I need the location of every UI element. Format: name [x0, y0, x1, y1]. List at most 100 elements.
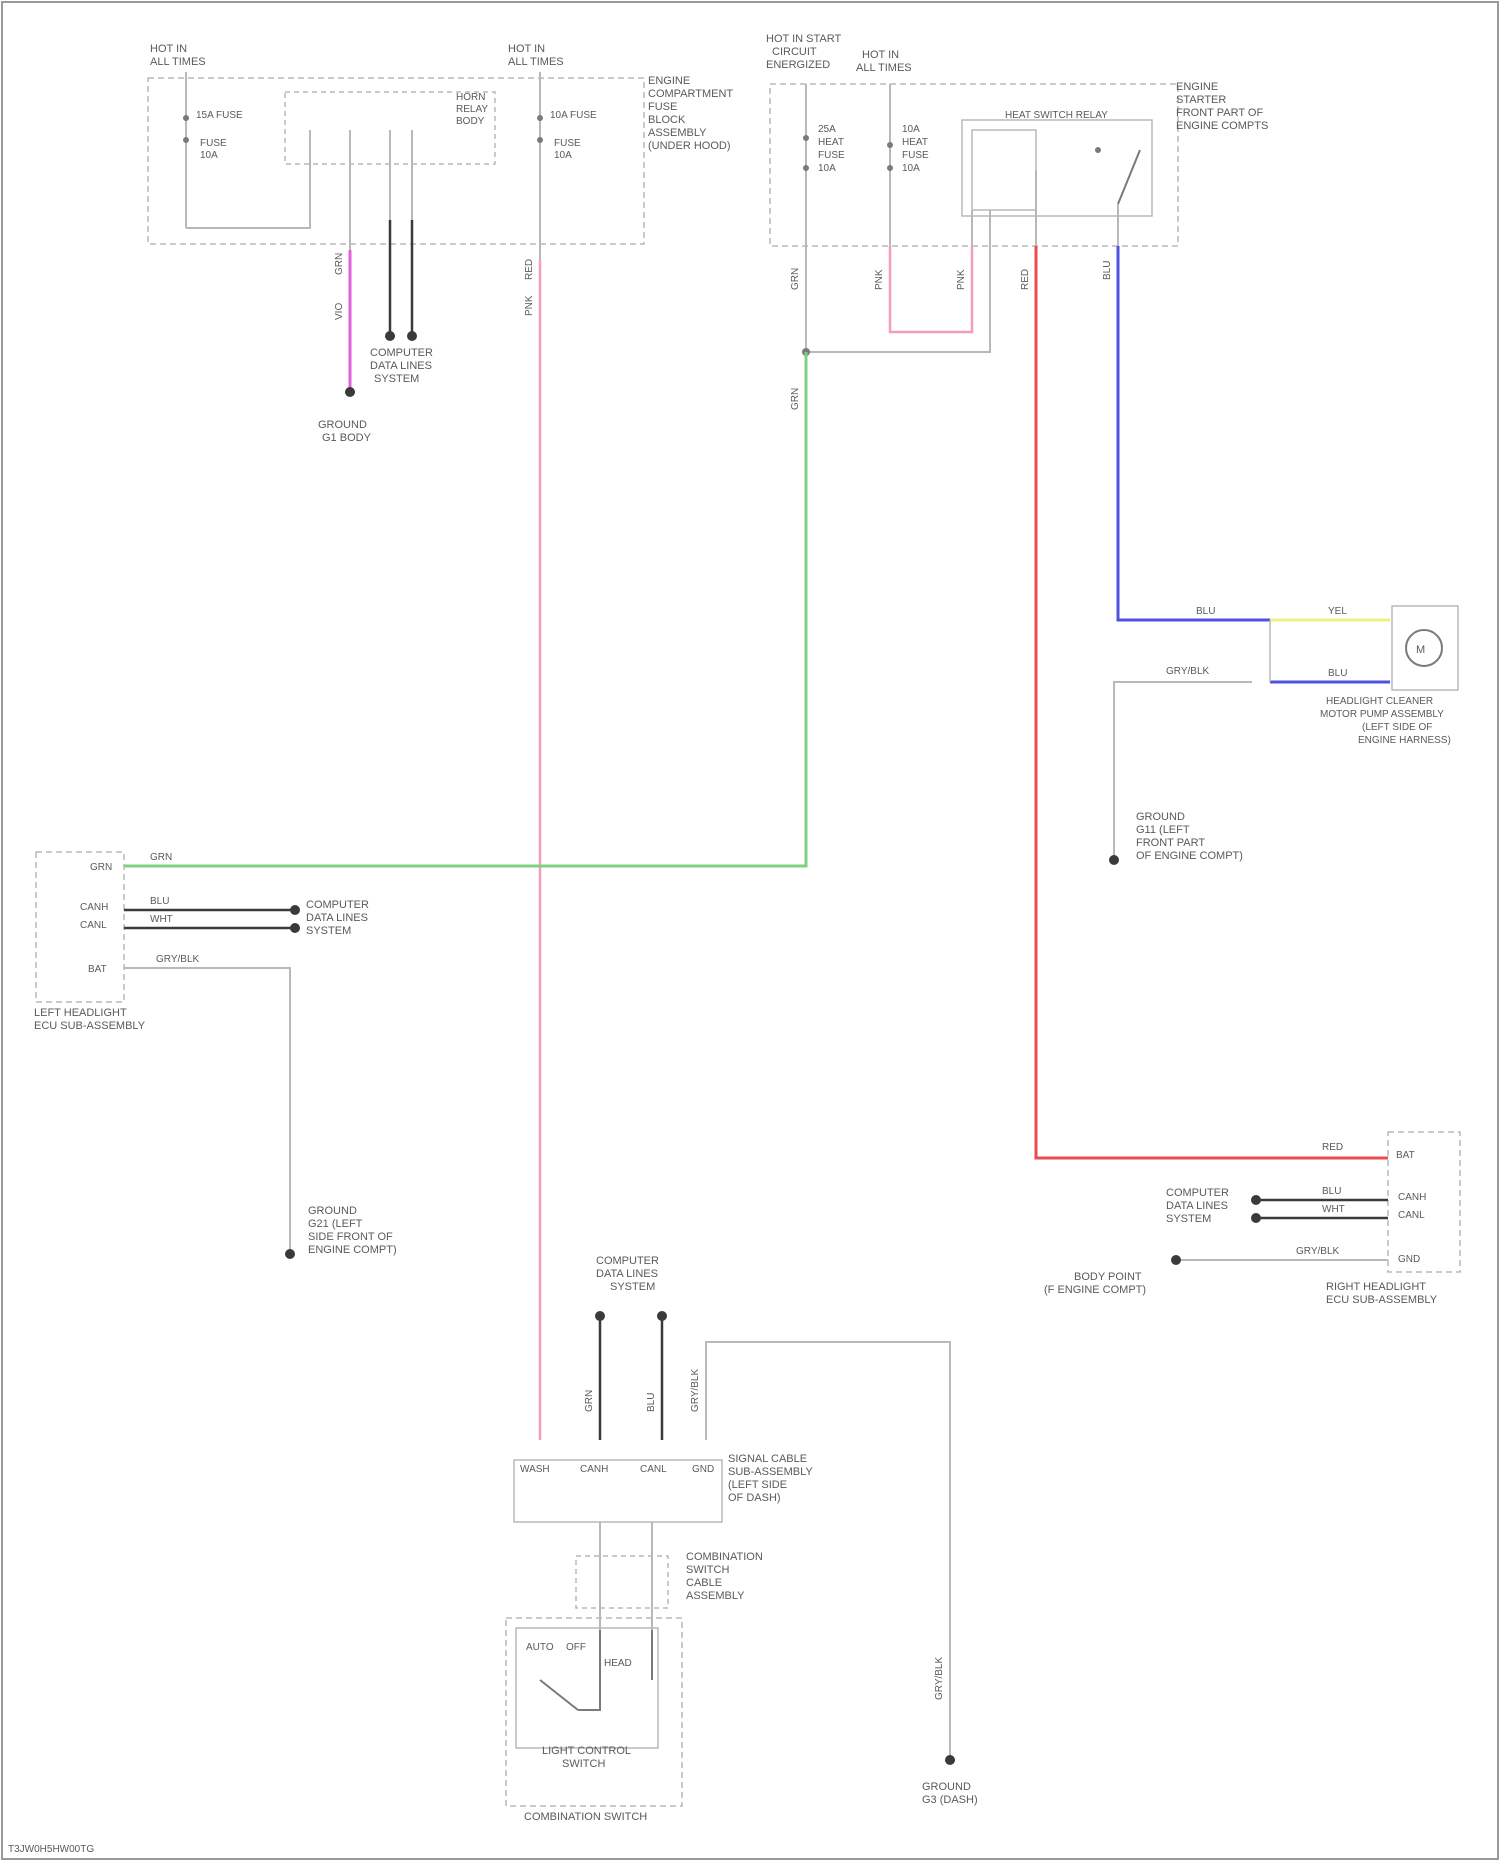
heat-relay-box — [962, 120, 1152, 216]
fuse-right-node-2 — [537, 137, 543, 143]
heat-relay-inner — [972, 130, 1036, 210]
svg-text:CANL: CANL — [80, 920, 107, 931]
svg-text:GRY/BLK: GRY/BLK — [156, 954, 199, 965]
svg-text:CANH: CANH — [580, 1464, 608, 1475]
svg-text:RED: RED — [524, 259, 535, 280]
right-ecu-ground-node — [1171, 1255, 1181, 1265]
bottom-ground-node — [945, 1755, 955, 1765]
switch-lever — [540, 1680, 578, 1710]
svg-text:HEAD: HEAD — [604, 1658, 632, 1669]
svg-text:15A FUSEFUSE10A: 15A FUSEFUSE10A — [196, 110, 243, 161]
svg-text:YEL: YEL — [1328, 606, 1347, 617]
svg-text:GND: GND — [1398, 1254, 1420, 1265]
left-ecu-ground-node — [285, 1249, 295, 1259]
ground-a-node — [345, 387, 355, 397]
svg-text:VIO: VIO — [334, 303, 345, 320]
svg-text:GRN: GRN — [90, 862, 112, 873]
fuse-right-node — [537, 115, 543, 121]
svg-text:CANH: CANH — [1398, 1192, 1426, 1203]
svg-text:GRN: GRN — [790, 268, 801, 290]
wire-gray-loop — [806, 246, 990, 352]
left-ecu-ground-wire — [124, 968, 290, 1250]
svg-text:RIGHT HEADLIGHTECU SUB-ASSEMBL: RIGHT HEADLIGHTECU SUB-ASSEMBLY — [1326, 1281, 1438, 1306]
svg-text:CANL: CANL — [640, 1464, 667, 1475]
svg-text:RED: RED — [1020, 269, 1031, 290]
wire-green-main — [124, 352, 806, 866]
tr-fuse-b-top — [887, 142, 893, 148]
svg-text:BODY POINT(F ENGINE COMPT): BODY POINT(F ENGINE COMPT) — [1044, 1271, 1146, 1296]
wire-blue-main — [1118, 246, 1270, 620]
motor-ground-node — [1109, 855, 1119, 865]
svg-text:BLU: BLU — [1328, 668, 1347, 679]
clock-spring-box — [576, 1556, 668, 1608]
svg-text:COMBINATIONSWITCHCABLEASSEMBLY: COMBINATIONSWITCHCABLEASSEMBLY — [686, 1551, 763, 1602]
svg-text:OFF: OFF — [566, 1642, 586, 1653]
bottom-computer-node-1 — [595, 1311, 605, 1321]
relay-feed — [186, 178, 310, 228]
svg-text:WHT: WHT — [150, 914, 173, 925]
svg-text:BLU: BLU — [1102, 261, 1113, 280]
tr-fuse-a-top — [803, 135, 809, 141]
bottom-computer-node-2 — [657, 1311, 667, 1321]
headlight-cleaner-motor: BLU YEL BLU M HEADLIGHT CLEANERMOTOR PUM… — [1109, 606, 1458, 865]
svg-text:WHT: WHT — [1322, 1204, 1345, 1215]
fuse-block-outline — [148, 78, 644, 244]
svg-text:GRN: GRN — [334, 253, 345, 275]
svg-text:BAT: BAT — [88, 964, 107, 975]
svg-text:RED: RED — [1322, 1142, 1343, 1153]
svg-text:WASH: WASH — [520, 1464, 550, 1475]
svg-text:GRN: GRN — [584, 1390, 595, 1412]
svg-text:PNK: PNK — [956, 269, 967, 290]
svg-text:GND: GND — [692, 1464, 714, 1475]
tr-fuse-a-bot — [803, 165, 809, 171]
tr-fuse-b-bot — [887, 165, 893, 171]
svg-text:GRY/BLK: GRY/BLK — [690, 1369, 701, 1412]
svg-text:M: M — [1416, 644, 1425, 656]
right-ecu-computer-node-1 — [1251, 1195, 1261, 1205]
footer-code: T3JW0H5HW00TG — [8, 1844, 94, 1855]
svg-text:HEAT SWITCH RELAY: HEAT SWITCH RELAY — [1005, 110, 1108, 121]
left-headlight-ecu: GRN CANH CANL BAT GRN BLU WHT COMPUTERDA… — [34, 852, 397, 1259]
svg-text:BLU: BLU — [150, 896, 169, 907]
svg-text:BLU: BLU — [1322, 1186, 1341, 1197]
svg-text:GRY/BLK: GRY/BLK — [1296, 1246, 1339, 1257]
svg-text:GRN: GRN — [790, 388, 801, 410]
svg-text:BLU: BLU — [1196, 606, 1215, 617]
fuse-left-node — [183, 115, 189, 121]
svg-text:LEFT HEADLIGHTECU SUB-ASSEMBLY: LEFT HEADLIGHTECU SUB-ASSEMBLY — [34, 1007, 146, 1032]
tl-computer-node-2 — [407, 331, 417, 341]
tl-computer-node-1 — [385, 331, 395, 341]
svg-text:PNK: PNK — [874, 269, 885, 290]
svg-text:BAT: BAT — [1396, 1150, 1415, 1161]
svg-text:GRY/BLK: GRY/BLK — [1166, 666, 1209, 677]
svg-text:COMBINATION SWITCH: COMBINATION SWITCH — [524, 1811, 647, 1823]
svg-text:BLU: BLU — [646, 1393, 657, 1412]
svg-text:CANL: CANL — [1398, 1210, 1425, 1221]
relay-switch-pivot — [1095, 147, 1101, 153]
relay-switch-arm — [1118, 150, 1140, 204]
